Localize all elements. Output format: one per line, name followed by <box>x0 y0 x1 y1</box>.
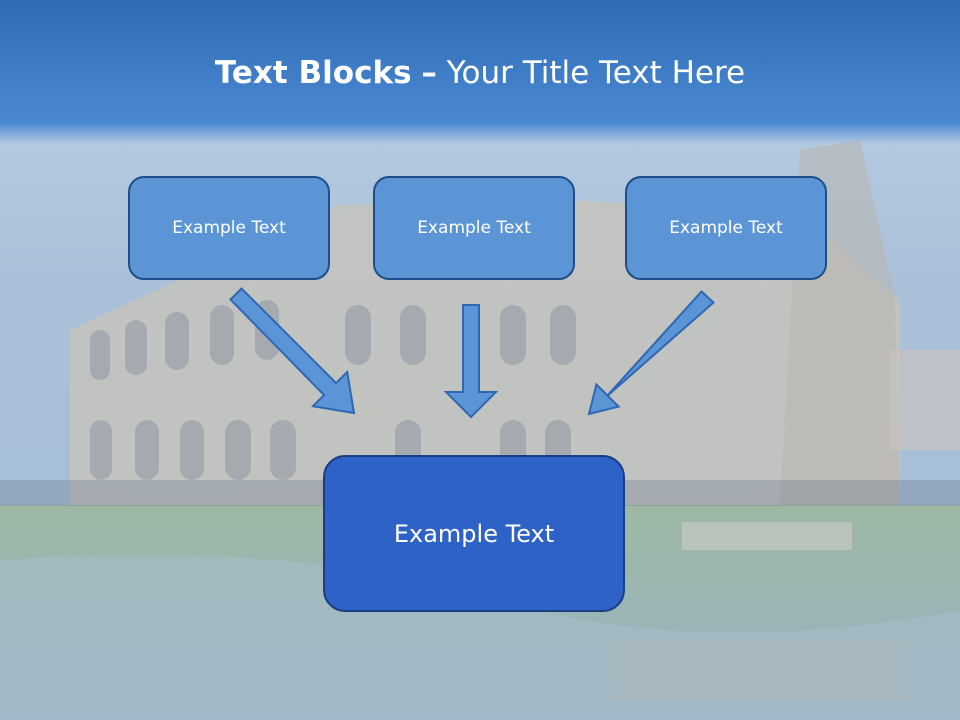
arrow-center-icon <box>443 304 499 419</box>
title-separator: – <box>421 55 437 91</box>
title-rest: Your Title Text Here <box>446 55 746 91</box>
text-block-bottom[interactable]: Example Text <box>323 455 625 612</box>
slide-title: Text Blocks – Your Title Text Here <box>0 55 960 91</box>
arrow-right-icon <box>587 290 715 416</box>
arrow-left-icon <box>229 287 356 415</box>
text-block-right[interactable]: Example Text <box>625 176 827 280</box>
title-bold: Text Blocks <box>214 55 412 91</box>
text-block-left[interactable]: Example Text <box>128 176 330 280</box>
text-block-center[interactable]: Example Text <box>373 176 575 280</box>
